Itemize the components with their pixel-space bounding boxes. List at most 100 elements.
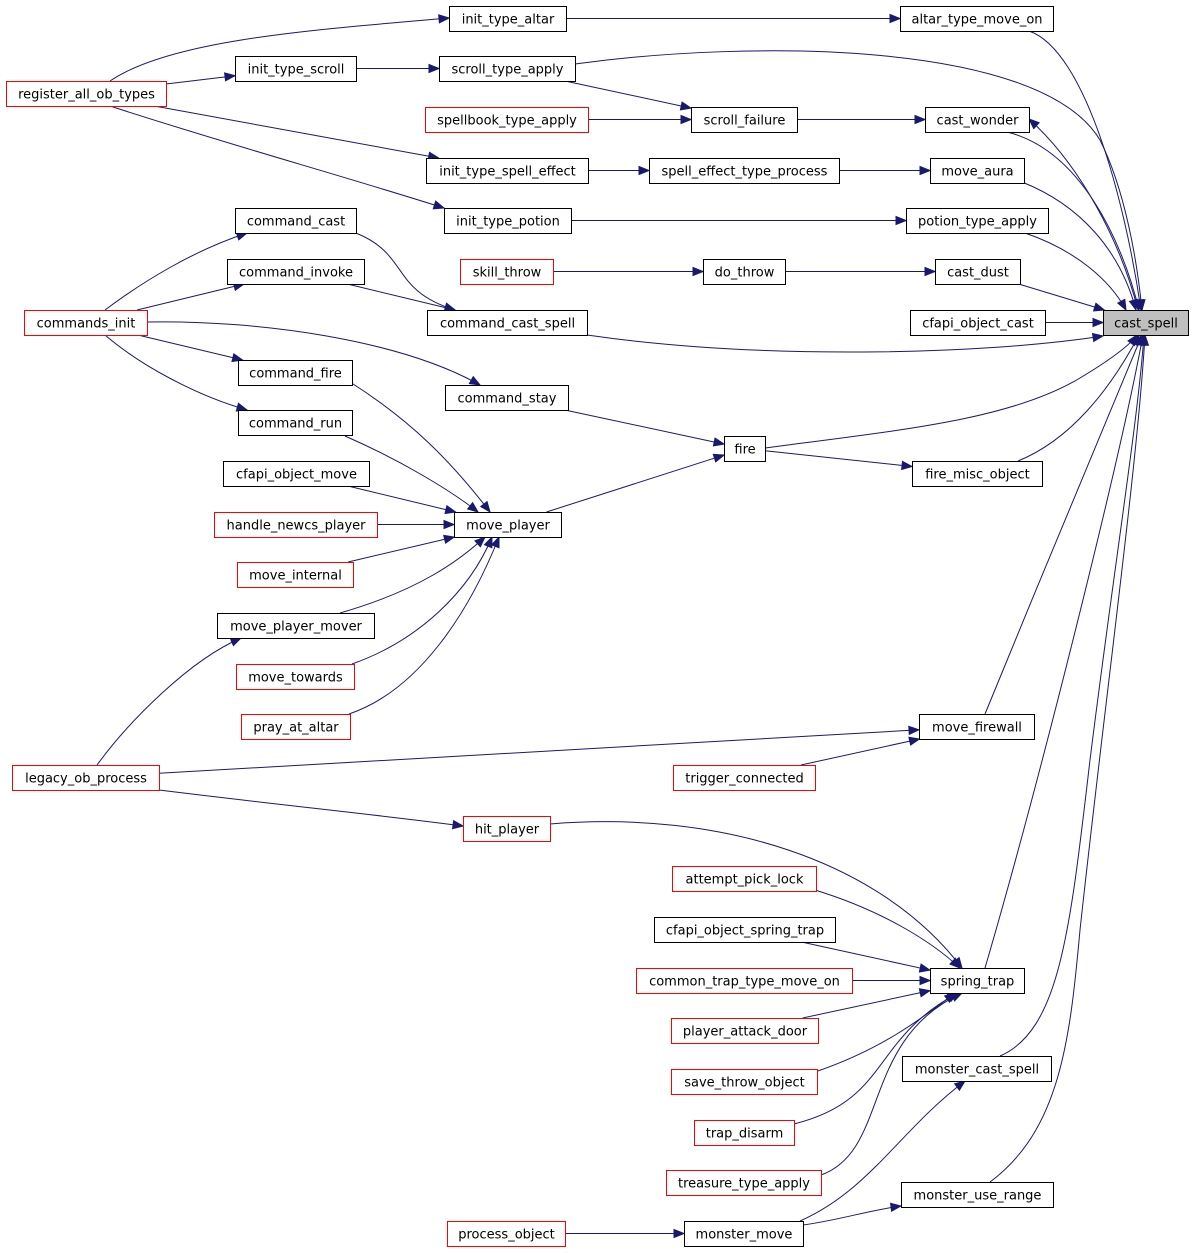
node-command-cast-spell[interactable]: command_cast_spell: [427, 310, 588, 336]
node-box[interactable]: [919, 714, 1035, 740]
node-potion-type-apply[interactable]: potion_type_apply: [906, 208, 1049, 234]
node-treasure-type-apply[interactable]: treasure_type_apply: [666, 1170, 822, 1196]
node-cast-wonder[interactable]: cast_wonder: [925, 107, 1030, 133]
node-box[interactable]: [666, 1170, 822, 1196]
node-move-firewall[interactable]: move_firewall: [919, 714, 1035, 740]
node-command-run[interactable]: command_run: [238, 410, 353, 436]
node-process-object[interactable]: process_object: [447, 1221, 566, 1247]
node-box[interactable]: [439, 56, 576, 82]
node-register-all-ob-types[interactable]: register_all_ob_types: [6, 81, 167, 107]
node-box[interactable]: [925, 107, 1030, 133]
node-trap-disarm[interactable]: trap_disarm: [694, 1120, 795, 1146]
node-box[interactable]: [930, 158, 1025, 184]
node-trigger-connected[interactable]: trigger_connected: [673, 765, 816, 791]
node-monster-move[interactable]: monster_move: [684, 1221, 804, 1247]
node-box[interactable]: [654, 917, 836, 943]
node-box[interactable]: [906, 208, 1049, 234]
node-box[interactable]: [235, 56, 357, 82]
node-move-towards[interactable]: move_towards: [236, 664, 355, 690]
node-monster-cast-spell[interactable]: monster_cast_spell: [902, 1056, 1052, 1082]
node-move-player-mover[interactable]: move_player_mover: [217, 613, 375, 639]
node-cfapi-object-cast[interactable]: cfapi_object_cast: [910, 310, 1046, 336]
node-box[interactable]: [671, 1069, 818, 1095]
node-box[interactable]: [6, 81, 167, 107]
node-player-attack-door[interactable]: player_attack_door: [671, 1018, 819, 1044]
node-box[interactable]: [703, 259, 786, 285]
node-cast-spell[interactable]: cast_spell: [1103, 310, 1189, 336]
node-box[interactable]: [910, 310, 1046, 336]
node-box[interactable]: [636, 968, 853, 994]
node-box[interactable]: [930, 968, 1025, 994]
node-box[interactable]: [454, 512, 562, 538]
node-attempt-pick-lock[interactable]: attempt_pick_lock: [672, 866, 817, 892]
node-box[interactable]: [1103, 310, 1189, 336]
node-box[interactable]: [649, 158, 840, 184]
node-box[interactable]: [684, 1221, 804, 1247]
node-box[interactable]: [447, 1221, 566, 1247]
node-box[interactable]: [235, 208, 357, 234]
node-box[interactable]: [236, 664, 355, 690]
node-monster-use-range[interactable]: monster_use_range: [901, 1182, 1054, 1208]
node-box[interactable]: [426, 158, 589, 184]
node-box[interactable]: [214, 512, 378, 538]
node-command-stay[interactable]: command_stay: [445, 385, 569, 411]
node-box[interactable]: [935, 259, 1021, 285]
node-cfapi-object-move[interactable]: cfapi_object_move: [223, 461, 370, 487]
node-do-throw[interactable]: do_throw: [703, 259, 786, 285]
node-move-internal[interactable]: move_internal: [237, 562, 354, 588]
node-box[interactable]: [912, 461, 1043, 487]
node-init-type-spell-effect[interactable]: init_type_spell_effect: [426, 158, 589, 184]
node-box[interactable]: [237, 562, 354, 588]
node-scroll-failure[interactable]: scroll_failure: [691, 107, 798, 133]
node-box[interactable]: [694, 1120, 795, 1146]
node-box[interactable]: [460, 259, 554, 285]
node-box[interactable]: [238, 360, 353, 386]
node-box[interactable]: [449, 6, 567, 32]
node-box[interactable]: [900, 6, 1054, 32]
node-box[interactable]: [425, 107, 589, 133]
node-common-trap-type-move-on[interactable]: common_trap_type_move_on: [636, 968, 853, 994]
node-box[interactable]: [724, 436, 766, 462]
node-legacy-ob-process[interactable]: legacy_ob_process: [12, 765, 160, 791]
node-move-aura[interactable]: move_aura: [930, 158, 1025, 184]
node-box[interactable]: [238, 410, 353, 436]
node-command-cast[interactable]: command_cast: [235, 208, 357, 234]
node-box[interactable]: [217, 613, 375, 639]
node-skill-throw[interactable]: skill_throw: [460, 259, 554, 285]
node-box[interactable]: [672, 866, 817, 892]
node-box[interactable]: [463, 816, 551, 842]
node-fire[interactable]: fire: [724, 436, 766, 462]
node-box[interactable]: [223, 461, 370, 487]
node-init-type-altar[interactable]: init_type_altar: [449, 6, 567, 32]
node-spring-trap[interactable]: spring_trap: [930, 968, 1025, 994]
node-pray-at-altar[interactable]: pray_at_altar: [241, 714, 351, 740]
node-spellbook-type-apply[interactable]: spellbook_type_apply: [425, 107, 589, 133]
node-handle-newcs-player[interactable]: handle_newcs_player: [214, 512, 378, 538]
node-box[interactable]: [691, 107, 798, 133]
node-box[interactable]: [241, 714, 351, 740]
node-fire-misc-object[interactable]: fire_misc_object: [912, 461, 1043, 487]
node-hit-player[interactable]: hit_player: [463, 816, 551, 842]
node-save-throw-object[interactable]: save_throw_object: [671, 1069, 818, 1095]
node-box[interactable]: [673, 765, 816, 791]
node-box[interactable]: [24, 310, 148, 336]
node-scroll-type-apply[interactable]: scroll_type_apply: [439, 56, 576, 82]
node-box[interactable]: [901, 1182, 1054, 1208]
node-cast-dust[interactable]: cast_dust: [935, 259, 1021, 285]
node-commands-init[interactable]: commands_init: [24, 310, 148, 336]
node-altar-type-move-on[interactable]: altar_type_move_on: [900, 6, 1054, 32]
node-init-type-scroll[interactable]: init_type_scroll: [235, 56, 357, 82]
node-box[interactable]: [902, 1056, 1052, 1082]
node-command-invoke[interactable]: command_invoke: [227, 259, 365, 285]
node-move-player[interactable]: move_player: [454, 512, 562, 538]
node-box[interactable]: [12, 765, 160, 791]
node-command-fire[interactable]: command_fire: [238, 360, 353, 386]
node-box[interactable]: [444, 208, 572, 234]
node-box[interactable]: [445, 385, 569, 411]
node-init-type-potion[interactable]: init_type_potion: [444, 208, 572, 234]
node-box[interactable]: [227, 259, 365, 285]
node-spell-effect-type-process[interactable]: spell_effect_type_process: [649, 158, 840, 184]
node-box[interactable]: [671, 1018, 819, 1044]
node-cfapi-object-spring-trap[interactable]: cfapi_object_spring_trap: [654, 917, 836, 943]
node-box[interactable]: [427, 310, 588, 336]
